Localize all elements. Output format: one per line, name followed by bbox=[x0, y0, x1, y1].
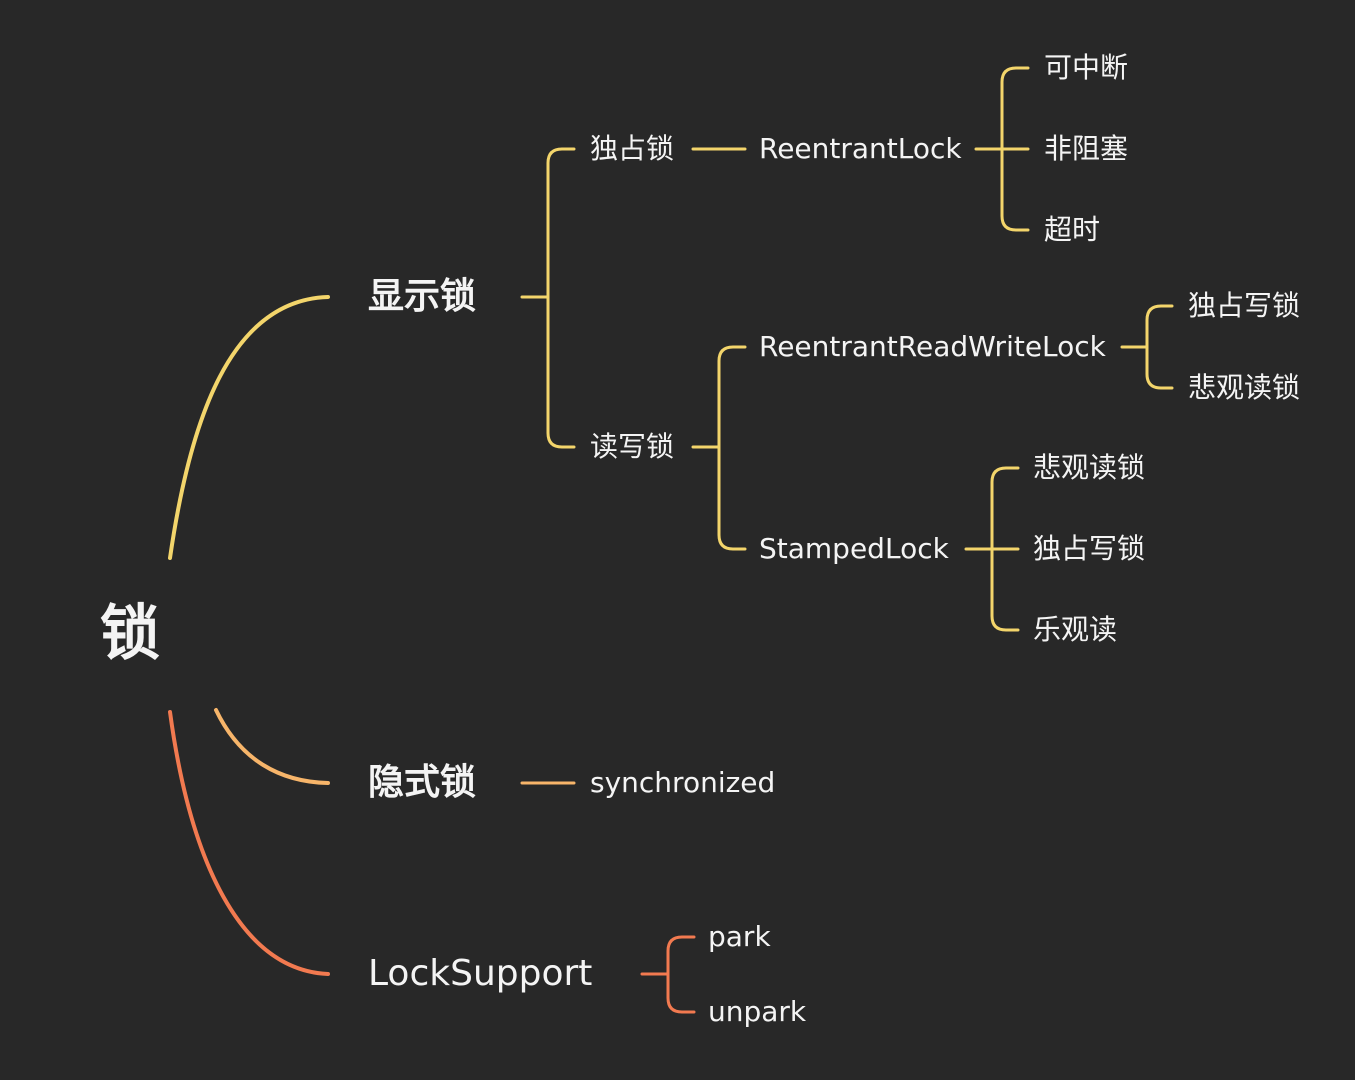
edge-explicit-bracket bbox=[546, 147, 576, 449]
rrwl-pessimistic-read-node[interactable]: 悲观读锁 bbox=[1188, 371, 1301, 404]
feature-timeout-node[interactable]: 超时 bbox=[1044, 213, 1101, 246]
explicit-lock-node[interactable]: 显示锁 bbox=[368, 276, 477, 317]
edge-root-support bbox=[168, 710, 330, 976]
stamped-exclusive-write-node[interactable]: 独占写锁 bbox=[1033, 532, 1146, 565]
feature-nonblocking-node[interactable]: 非阻塞 bbox=[1044, 132, 1129, 165]
edge-root-implicit bbox=[214, 708, 330, 785]
feature-interruptible-node[interactable]: 可中断 bbox=[1044, 51, 1129, 84]
edge-stamped-bracket bbox=[990, 466, 1020, 632]
readwrite-lock-node[interactable]: 读写锁 bbox=[590, 430, 675, 463]
rrwl-exclusive-write-node[interactable]: 独占写锁 bbox=[1188, 289, 1301, 322]
edge-root-explicit bbox=[168, 295, 330, 560]
edge-reentrant-bracket bbox=[1000, 66, 1030, 232]
park-node[interactable]: park bbox=[708, 920, 771, 953]
stamped-pessimistic-read-node[interactable]: 悲观读锁 bbox=[1033, 451, 1146, 484]
reentrantlock-node[interactable]: ReentrantLock bbox=[759, 132, 962, 165]
edge-readwrite-bracket bbox=[717, 345, 747, 551]
edge-support-bracket bbox=[666, 935, 696, 1014]
unpark-node[interactable]: unpark bbox=[708, 995, 807, 1028]
exclusive-lock-node[interactable]: 独占锁 bbox=[590, 132, 675, 165]
reentrantreadwritelock-node[interactable]: ReentrantReadWriteLock bbox=[759, 330, 1106, 363]
stampedlock-node[interactable]: StampedLock bbox=[759, 532, 949, 565]
stamped-optimistic-read-node[interactable]: 乐观读 bbox=[1033, 613, 1118, 646]
edge-rrwl-bracket bbox=[1145, 304, 1174, 390]
implicit-lock-node[interactable]: 隐式锁 bbox=[368, 762, 477, 803]
locksupport-node[interactable]: LockSupport bbox=[368, 953, 593, 994]
synchronized-node[interactable]: synchronized bbox=[590, 766, 776, 799]
root-node[interactable]: 锁 bbox=[100, 599, 160, 669]
